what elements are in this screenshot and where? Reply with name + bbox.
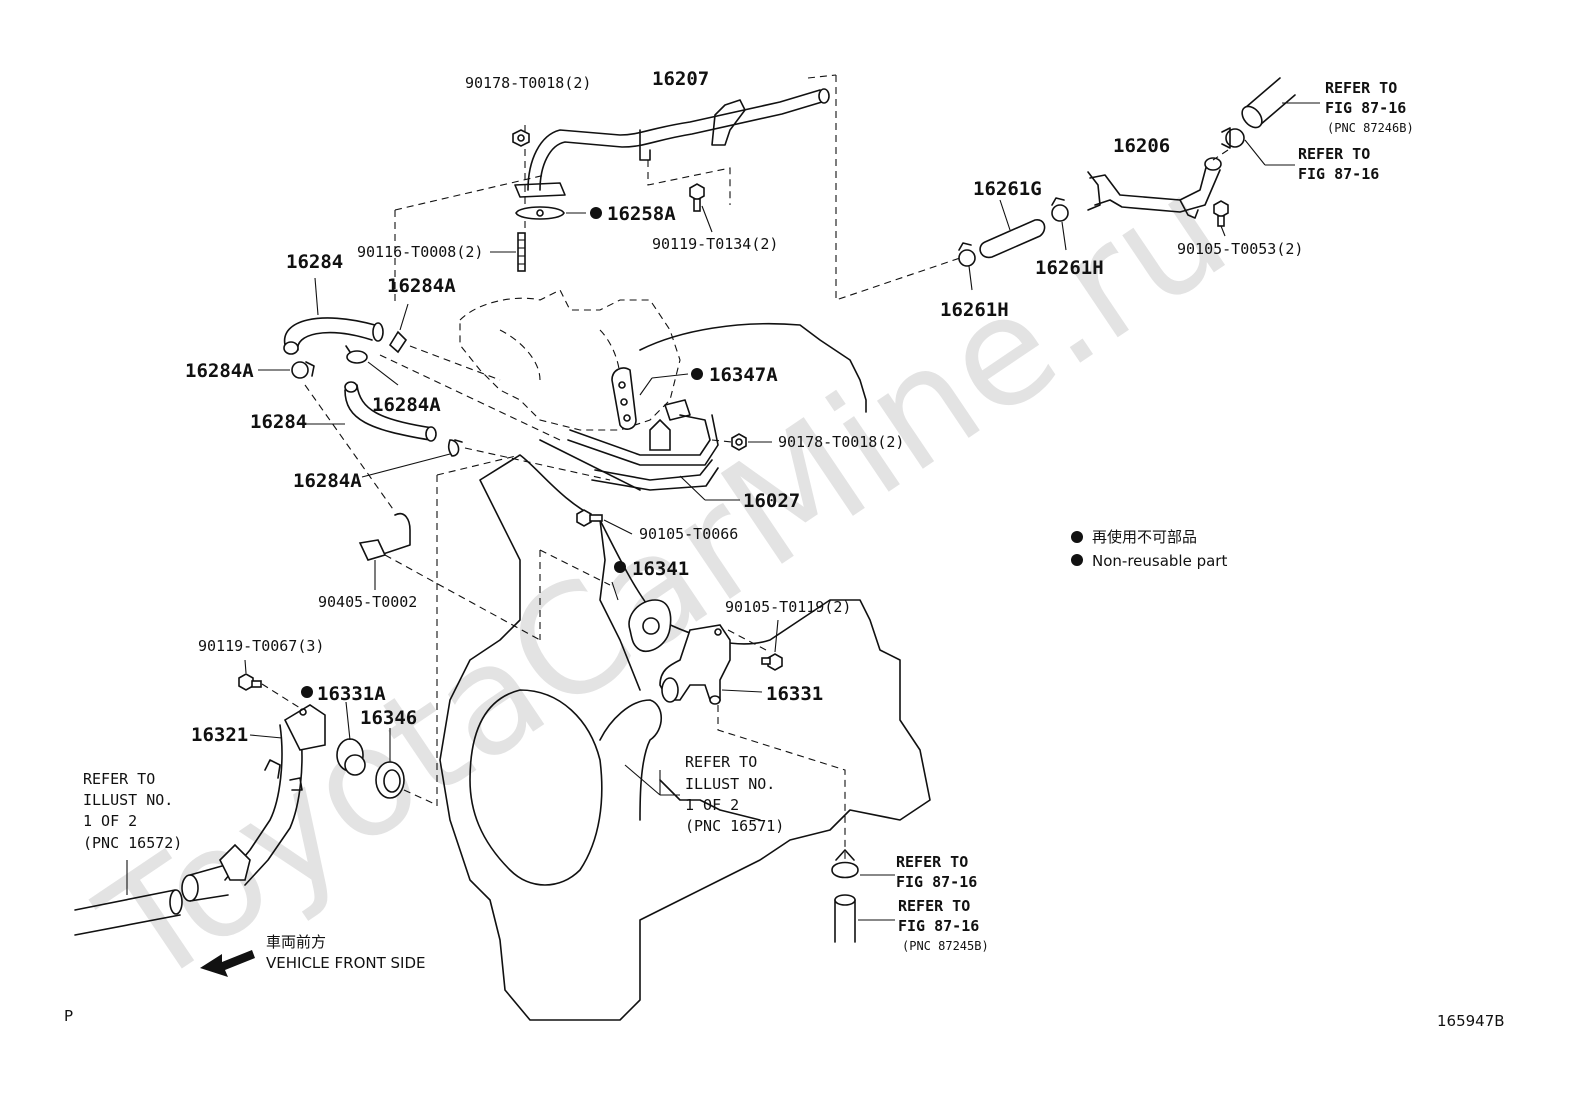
- direction-japanese: 車両前方: [266, 933, 326, 951]
- refer-top-right-1: REFER TO FIG 87-16 (PNC 87246B): [1325, 79, 1414, 135]
- svg-text:1 OF 2: 1 OF 2: [685, 796, 739, 814]
- label-16261H-a: 16261H: [1035, 257, 1104, 279]
- label-16321: 16321: [191, 724, 248, 746]
- label-16284-b: 16284: [250, 411, 307, 433]
- hose-left: [74, 860, 183, 936]
- legend-dot-jp: [1071, 531, 1083, 543]
- gasket-16346: [375, 728, 405, 799]
- label-90178-top: 90178-T0018(2): [465, 74, 591, 92]
- footer-left: P: [64, 1007, 73, 1025]
- pipe-16027: [567, 367, 740, 501]
- label-90119-T0067: 90119-T0067(3): [198, 637, 324, 655]
- clamp-16284A-4: [361, 439, 463, 478]
- refer-top-right-2: REFER TO FIG 87-16: [1298, 145, 1379, 183]
- refer-center: REFER TO ILLUST NO. 1 OF 2 (PNC 16571): [685, 753, 784, 835]
- gasket-16341: [611, 561, 672, 652]
- label-16027: 16027: [743, 490, 800, 512]
- clamp-16284A-1: [258, 361, 315, 379]
- svg-text:REFER TO: REFER TO: [1298, 145, 1370, 163]
- pipe-16207: [514, 88, 830, 198]
- label-16258A: 16258A: [607, 203, 676, 225]
- pipe-16321: [181, 704, 326, 902]
- svg-text:FIG 87-16: FIG 87-16: [898, 917, 979, 935]
- gasket-16258A: [515, 206, 602, 220]
- refer-left: REFER TO ILLUST NO. 1 OF 2 (PNC 16572): [83, 770, 182, 852]
- svg-text:ILLUST NO.: ILLUST NO.: [685, 775, 775, 793]
- label-90119-T0134: 90119-T0134(2): [652, 235, 778, 253]
- label-16207: 16207: [652, 68, 709, 90]
- hose-16284-upper: [283, 277, 384, 355]
- legend-english: Non-reusable part: [1092, 552, 1227, 570]
- hose-16284-lower: [306, 381, 437, 442]
- clamp-16284A-3: [388, 303, 409, 354]
- label-90405: 90405-T0002: [318, 593, 417, 611]
- svg-text:(PNC 16572): (PNC 16572): [83, 834, 182, 852]
- label-16261H-b: 16261H: [940, 299, 1009, 321]
- hose-top-right: [1241, 77, 1296, 129]
- svg-text:REFER TO: REFER TO: [896, 853, 968, 871]
- label-16261G: 16261G: [973, 178, 1042, 200]
- bolt-90119-T0067: [238, 659, 262, 691]
- label-16284A-b: 16284A: [185, 360, 254, 382]
- label-16341: 16341: [632, 558, 689, 580]
- clamp-16261H-b: [958, 242, 976, 291]
- figure-number: 165947B: [1437, 1012, 1505, 1030]
- nut-90178-mid: [731, 433, 772, 451]
- nut-90178-top: [512, 129, 530, 147]
- label-90178-mid: 90178-T0018(2): [778, 433, 904, 451]
- svg-text:FIG 87-16: FIG 87-16: [1298, 165, 1379, 183]
- svg-text:REFER TO: REFER TO: [898, 897, 970, 915]
- clamp-top-right: [1221, 127, 1245, 149]
- clamp-16261H-a: [1051, 197, 1069, 251]
- hose-bottom-right: [834, 894, 895, 943]
- bolt-90105-T0119: [761, 619, 783, 671]
- label-90105-T0066: 90105-T0066: [639, 525, 738, 543]
- label-16331A: 16331A: [317, 683, 386, 705]
- label-90105-T0053: 90105-T0053(2): [1177, 240, 1303, 258]
- clamp-bottom-right: [831, 849, 895, 879]
- svg-text:REFER TO: REFER TO: [83, 770, 155, 788]
- label-16206: 16206: [1113, 135, 1170, 157]
- hose-16261G: [979, 199, 1046, 259]
- svg-text:FIG 87-16: FIG 87-16: [1325, 99, 1406, 117]
- label-90105-T0119: 90105-T0119(2): [725, 598, 851, 616]
- stud-90116: [490, 232, 526, 272]
- housing-16331: [659, 624, 763, 705]
- label-16331: 16331: [766, 683, 823, 705]
- svg-text:(PNC 87246B): (PNC 87246B): [1327, 121, 1414, 135]
- label-16347A: 16347A: [709, 364, 778, 386]
- direction-english: VEHICLE FRONT SIDE: [266, 954, 426, 972]
- svg-text:1 OF 2: 1 OF 2: [83, 812, 137, 830]
- bolt-90119-T0134: [689, 183, 713, 233]
- refer-bottom-right-1: REFER TO FIG 87-16: [896, 853, 977, 891]
- vehicle-front-arrow: [200, 950, 255, 977]
- svg-text:(PNC 16571): (PNC 16571): [685, 817, 784, 835]
- bolt-90105-T0066: [576, 509, 633, 535]
- legend-dot-en: [1071, 554, 1083, 566]
- legend-japanese: 再使用不可部品: [1092, 528, 1197, 546]
- label-16284A-c: 16284A: [372, 394, 441, 416]
- svg-text:(PNC 87245B): (PNC 87245B): [902, 939, 989, 953]
- svg-text:REFER TO: REFER TO: [685, 753, 757, 771]
- bolt-90105-T0053: [1213, 200, 1229, 237]
- label-16284-a: 16284: [286, 251, 343, 273]
- svg-text:ILLUST NO.: ILLUST NO.: [83, 791, 173, 809]
- union-90405: [358, 512, 411, 590]
- turbo-outline: [459, 289, 681, 431]
- pipe-16206: [1087, 157, 1222, 219]
- svg-text:FIG 87-16: FIG 87-16: [896, 873, 977, 891]
- label-16284A-a: 16284A: [387, 275, 456, 297]
- clamp-16284A-2: [345, 345, 399, 386]
- thermostat-16331A: [301, 686, 366, 776]
- refer-bottom-right-2: REFER TO FIG 87-16 (PNC 87245B): [898, 897, 989, 953]
- label-16346: 16346: [360, 707, 417, 729]
- label-16284A-d: 16284A: [293, 470, 362, 492]
- svg-text:REFER TO: REFER TO: [1325, 79, 1397, 97]
- label-90116: 90116-T0008(2): [357, 243, 483, 261]
